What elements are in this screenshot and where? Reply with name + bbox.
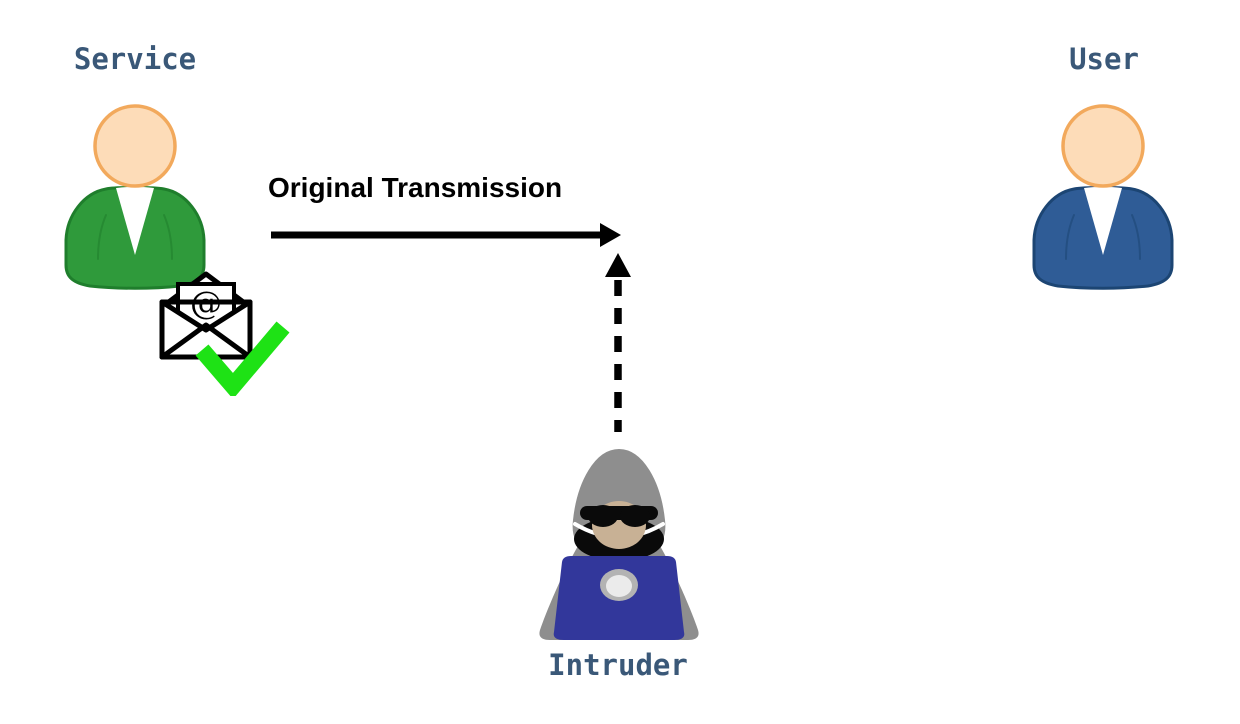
user-fold-left: [1065, 214, 1075, 260]
solid-arrow-head: [600, 223, 621, 247]
check-icon: [195, 321, 290, 396]
service-shirt: [116, 186, 154, 255]
sunglasses-right-lens: [620, 505, 650, 527]
envelope-fold-creases: [160, 299, 252, 333]
sunglasses-left-lens: [588, 505, 618, 527]
transmission-label: Original Transmission: [268, 172, 563, 203]
original-transmission-arrow-icon: [271, 223, 621, 247]
service-label: Service: [73, 42, 197, 76]
laptop-logo-inner: [606, 575, 632, 597]
user-person-icon: [1032, 104, 1174, 290]
intruder-label: Intruder: [548, 648, 688, 682]
user-face: [1061, 104, 1145, 188]
intruder-tap-arrow-icon: [605, 253, 631, 432]
service-face: [93, 104, 177, 188]
service-fold-left: [97, 214, 107, 260]
user-label: User: [1069, 42, 1139, 76]
user-shirt: [1084, 186, 1122, 255]
dashed-arrow-head: [605, 253, 631, 277]
verified-email-icon: @: [159, 271, 290, 396]
service-person-icon: [64, 104, 206, 290]
service-fold-right: [163, 214, 173, 260]
intruder-icon: [539, 446, 699, 640]
user-fold-right: [1131, 214, 1141, 260]
